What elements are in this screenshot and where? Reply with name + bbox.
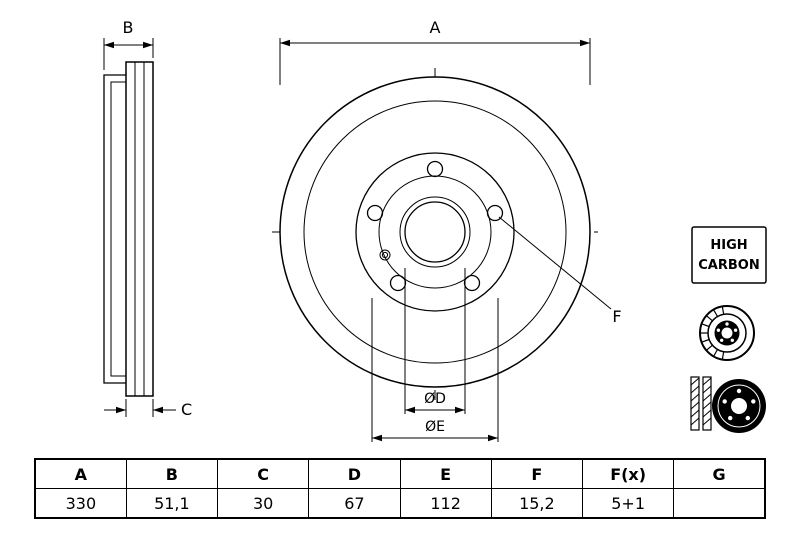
dim-label-c: C	[181, 400, 192, 419]
icon-center-hole	[721, 327, 733, 339]
value-a: 330	[34, 488, 127, 519]
table-values-row: 330 51,1 30 67 112 15,2 5+1	[34, 488, 766, 519]
dimension-b: B	[103, 18, 154, 70]
arrowhead	[143, 41, 153, 49]
bore-chamfer-circle	[399, 196, 471, 268]
col-header-b: B	[125, 458, 219, 489]
front-view	[272, 68, 598, 400]
dim-label-b: B	[123, 18, 134, 37]
bolt-hole	[426, 160, 444, 178]
locating-pin-hole-inner	[381, 251, 389, 259]
col-header-g: G	[673, 458, 766, 489]
hat-inner-line	[110, 81, 126, 377]
arrowhead	[116, 406, 126, 414]
leader-f: F	[498, 216, 622, 326]
high-carbon-badge: HIGH CARBON	[691, 226, 767, 284]
arrowhead	[280, 39, 290, 47]
arrowhead	[372, 434, 382, 442]
table-header-row: A B C D E F F(x) G	[34, 458, 766, 489]
arrowhead	[580, 39, 590, 47]
value-b: 51,1	[125, 488, 219, 519]
badge-frame	[691, 226, 767, 284]
arrowhead	[104, 41, 114, 49]
arrowhead	[153, 406, 163, 414]
value-fx: 5+1	[581, 488, 675, 519]
arrowhead	[405, 406, 415, 414]
disc-section-icon	[690, 376, 766, 433]
value-e: 112	[399, 488, 492, 519]
arrowhead	[455, 406, 465, 414]
value-c: 30	[216, 488, 310, 519]
dim-label-d: ØD	[424, 391, 446, 407]
dimensions-table: A B C D E F F(x) G 330 51,1 30 67 112 15…	[34, 458, 766, 519]
hat-outline	[103, 74, 126, 384]
arrowhead	[488, 434, 498, 442]
icon-black-disc-dots	[722, 388, 756, 421]
dimension-e: ØE	[371, 298, 499, 442]
col-header-d: D	[308, 458, 401, 489]
dimension-d: ØD	[404, 268, 466, 414]
dim-label-a: A	[430, 18, 441, 37]
dim-label-e: ØE	[425, 419, 445, 435]
outer-diameter-circle	[279, 76, 591, 388]
col-header-c: C	[216, 458, 310, 489]
col-header-e: E	[399, 458, 492, 489]
value-f: 15,2	[490, 488, 584, 519]
hat-circle	[355, 152, 515, 312]
friction-ring-section	[125, 61, 154, 397]
dim-label-f: F	[612, 307, 621, 326]
disc-front-icon	[699, 305, 755, 361]
technical-drawing: B C	[103, 18, 767, 442]
dimension-a: A	[279, 18, 591, 85]
col-header-f: F	[490, 458, 584, 489]
bolt-hole	[486, 204, 504, 222]
icon-section-hatch	[690, 377, 712, 426]
center-bore-circle	[404, 201, 466, 263]
icon-rim-hatch	[700, 306, 725, 360]
bolt-hole	[366, 204, 384, 222]
badge-line1: HIGH	[710, 238, 747, 253]
icon-bolt-dots	[716, 322, 738, 342]
col-header-fx: F(x)	[581, 458, 675, 489]
locating-pin-hole	[379, 249, 391, 261]
value-g	[673, 488, 766, 519]
side-view	[103, 61, 154, 397]
icon-black-disc	[712, 379, 766, 433]
leader-line	[498, 216, 612, 310]
badge-line2: CARBON	[698, 258, 759, 273]
friction-surface-circle	[303, 100, 567, 364]
icon-section-bars	[690, 376, 712, 431]
dimension-c: C	[104, 399, 192, 419]
col-header-a: A	[34, 458, 127, 489]
value-d: 67	[308, 488, 401, 519]
